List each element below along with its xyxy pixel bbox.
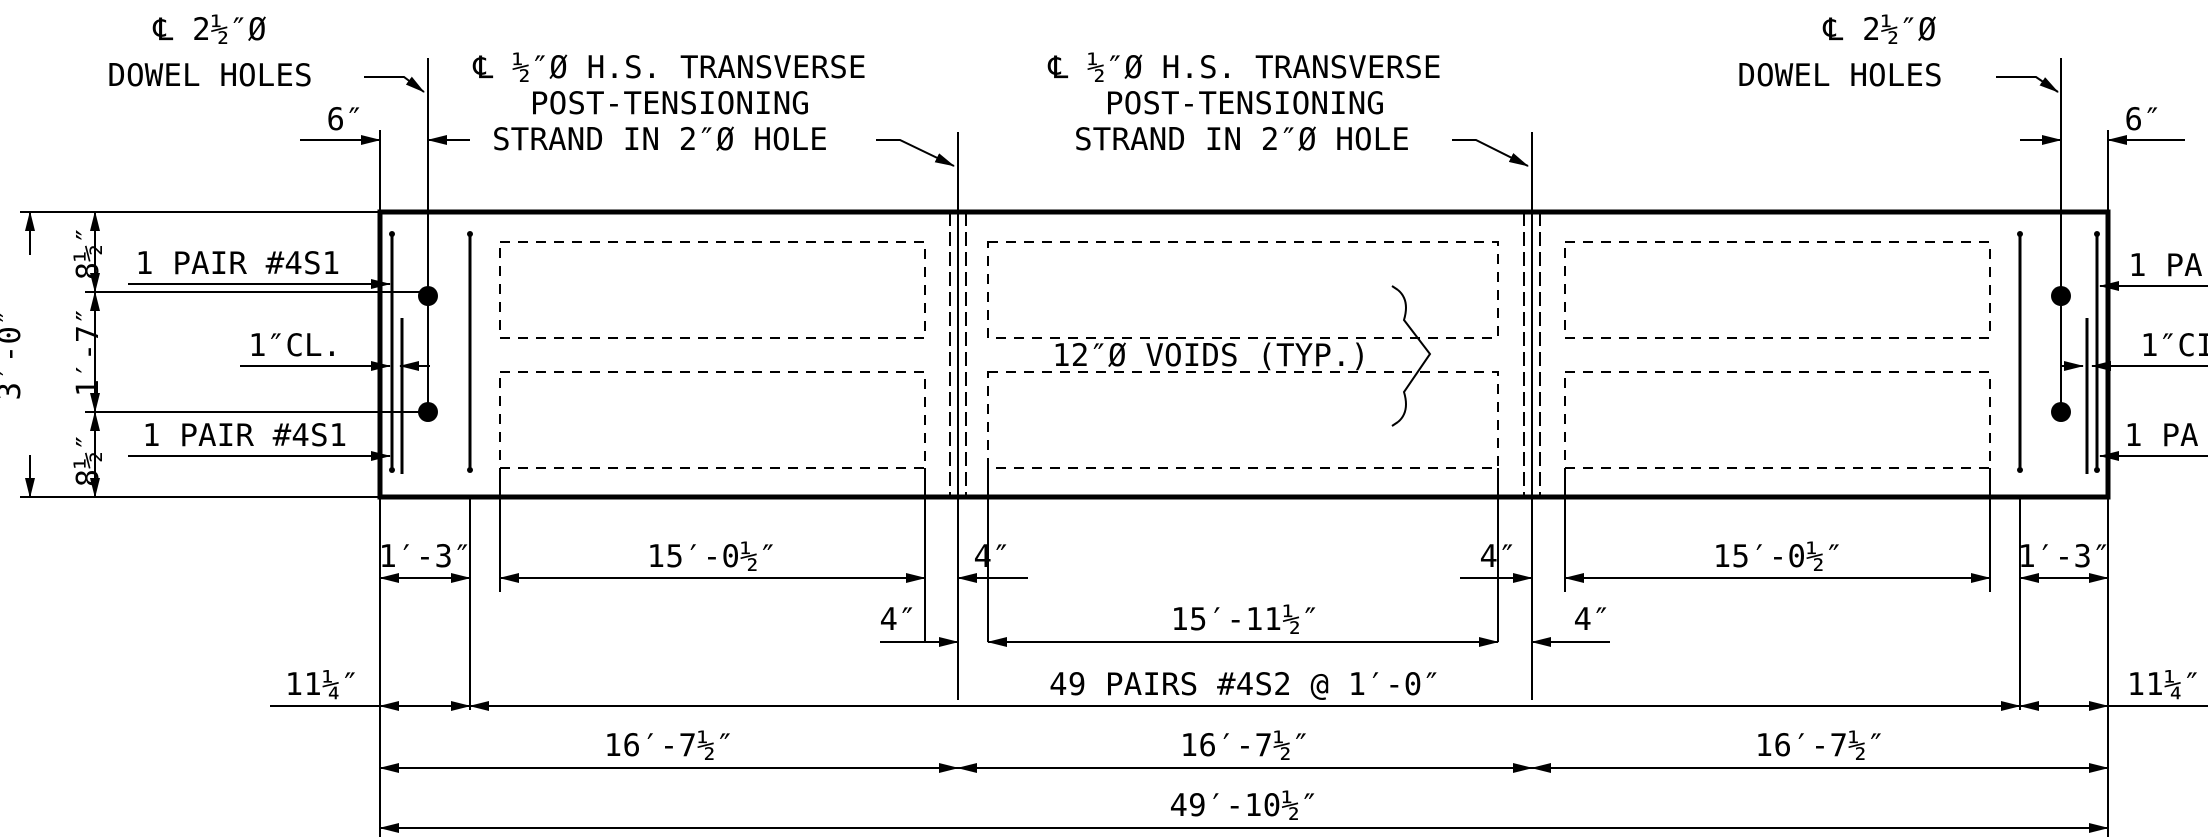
note-strand-left-line1: ℄ ½″Ø H.S. TRANSVERSE (472, 50, 866, 86)
note-dowel-left: ℄ 2½″Ø DOWEL HOLES (107, 12, 425, 94)
dim-row2-4b: 4″ (1573, 602, 1610, 638)
extension-lines (379, 468, 2109, 837)
dim-height-mid: 1′-7″ (71, 307, 106, 397)
dim-height: 3′-0″ 8½″ 1′-7″ 8½″ (0, 211, 380, 498)
callout-pair-bottom-left: 1 PAIR #4S1 (142, 418, 347, 454)
dim-row-3: 11¼″ 49 PAIRS #4S2 @ 1′-0″ 11¼″ (270, 667, 2208, 711)
callout-pair-top-left: 1 PAIR #4S1 (135, 246, 340, 282)
dim-row5-total: 49′-10½″ (1169, 788, 1318, 824)
dim-height-total: 3′-0″ (0, 307, 28, 400)
voids (499, 241, 1991, 469)
dim-top-right-6-text: 6″ (2124, 102, 2161, 138)
note-strand-left-line2: POST-TENSIONING (530, 86, 810, 122)
dim-height-bottom: 8½″ (71, 433, 106, 487)
voids-callout: 12″Ø VOIDS (TYP.) (1052, 285, 1432, 427)
voids-label: 12″Ø VOIDS (TYP.) (1052, 338, 1369, 374)
note-dowel-right-line1: ℄ 2½″Ø (1822, 12, 1937, 48)
note-strand-right-line1: ℄ ½″Ø H.S. TRANSVERSE (1047, 50, 1441, 86)
slab-outline (377, 209, 2111, 500)
note-strand-left: ℄ ½″Ø H.S. TRANSVERSE POST-TENSIONING ST… (472, 50, 955, 167)
dim-row4-left: 16′-7½″ (604, 728, 735, 764)
dim-row1-left-end: 1′-3″ (378, 539, 471, 575)
dim-row3-mid: 49 PAIRS #4S2 @ 1′-0″ (1049, 667, 1441, 703)
dim-top-left-6: 6″ (300, 102, 470, 212)
callouts-right: 1 PA 1″CI 1 PA (2060, 248, 2208, 461)
dim-height-top: 8½″ (71, 226, 106, 280)
note-dowel-left-line2: DOWEL HOLES (107, 58, 312, 94)
callout-pair-top-right: 1 PA (2128, 248, 2203, 284)
dim-row2-mid-void: 15′-11½″ (1170, 602, 1319, 638)
dim-row3-left: 11¼″ (285, 667, 360, 703)
dim-row3-right: 11¼″ (2127, 667, 2202, 703)
note-strand-right-line3: STRAND IN 2″Ø HOLE (1074, 122, 1410, 158)
dim-top-left-6-text: 6″ (326, 102, 363, 138)
note-dowel-left-line1: ℄ 2½″Ø (152, 12, 267, 48)
dim-row-1: 1′-3″ 15′-0½″ 4″ 4″ 15′-0½″ 1′-3″ (378, 539, 2111, 583)
note-dowel-right-line2: DOWEL HOLES (1737, 58, 1942, 94)
dim-row4-right: 16′-7½″ (1755, 728, 1886, 764)
reinforcing-bars (389, 231, 2100, 474)
dim-row1-4b: 4″ (1479, 539, 1516, 575)
callouts-left: 1 PAIR #4S1 1″CL. 1 PAIR #4S1 (85, 246, 430, 461)
callout-clear-right: 1″CI (2140, 328, 2208, 364)
dim-row1-right-void: 15′-0½″ (1713, 539, 1844, 575)
dim-top-right-6: 6″ (2020, 102, 2185, 212)
note-strand-right-line2: POST-TENSIONING (1105, 86, 1385, 122)
dim-row1-4a: 4″ (973, 539, 1010, 575)
note-strand-left-line3: STRAND IN 2″Ø HOLE (492, 122, 828, 158)
callout-clear-left: 1″CL. (248, 328, 341, 364)
dim-row-4: 16′-7½″ 16′-7½″ 16′-7½″ (379, 728, 2109, 773)
dim-row1-left-void: 15′-0½″ (647, 539, 778, 575)
dim-row1-right-end: 1′-3″ (2017, 539, 2110, 575)
dim-row-5: 49′-10½″ (379, 788, 2109, 833)
callout-pair-bottom-right: 1 PA (2124, 418, 2199, 454)
note-dowel-right: ℄ 2½″Ø DOWEL HOLES (1737, 12, 2059, 94)
note-strand-right: ℄ ½″Ø H.S. TRANSVERSE POST-TENSIONING ST… (1047, 50, 1529, 167)
dim-row-2: 4″ 15′-11½″ 4″ (879, 602, 1611, 647)
dim-row2-4a: 4″ (879, 602, 916, 638)
dim-row4-mid: 16′-7½″ (1180, 728, 1311, 764)
